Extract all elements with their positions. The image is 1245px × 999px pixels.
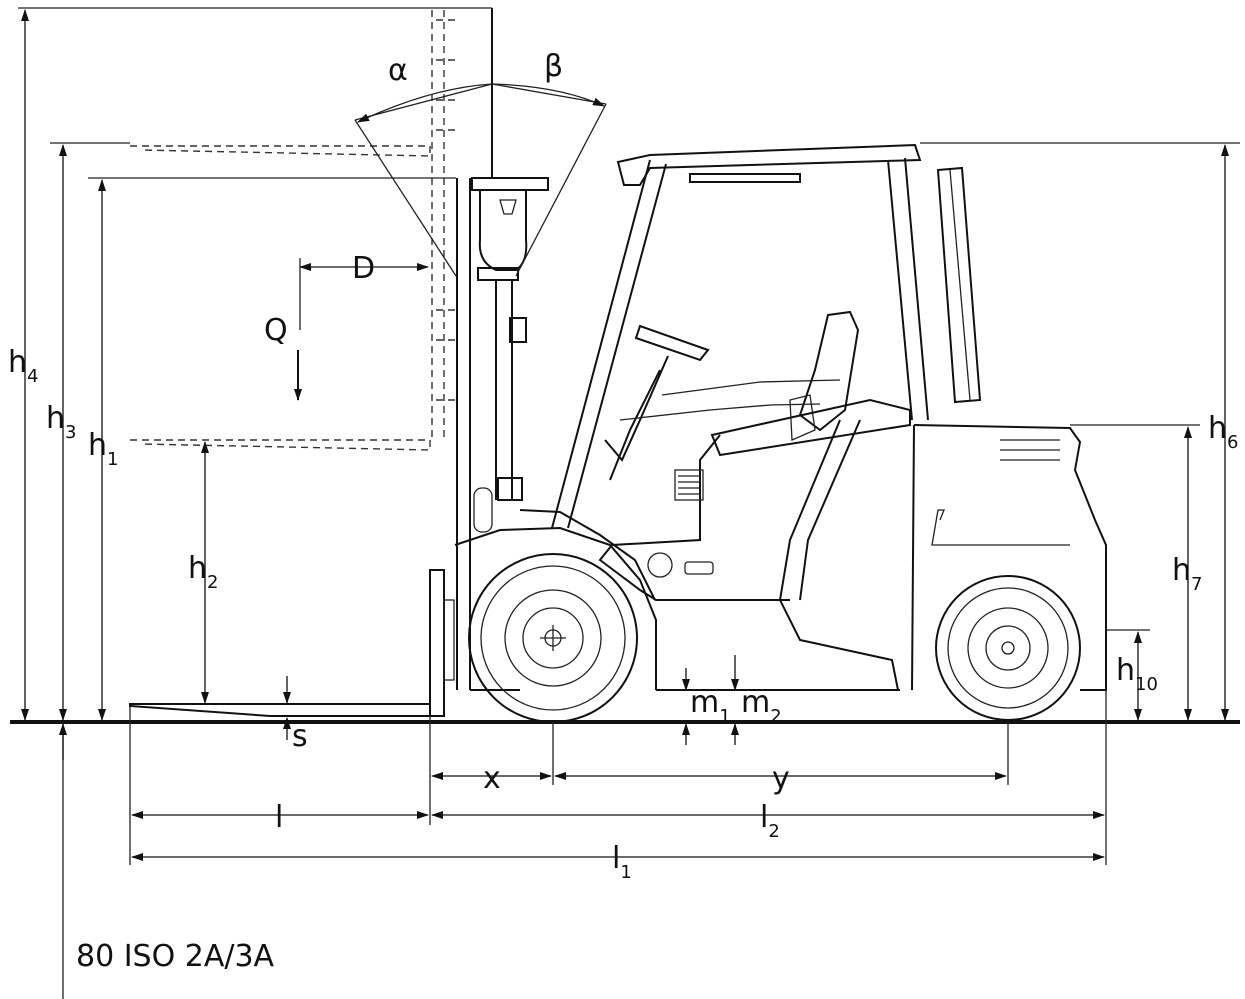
label-y: y	[772, 761, 790, 796]
label-s: s	[292, 719, 308, 754]
label-h10: h10	[1116, 653, 1158, 695]
note-iso: 80 ISO 2A/3A	[76, 939, 275, 974]
label-m2: m2	[741, 685, 782, 727]
label-l: l	[275, 800, 283, 835]
label-Q: Q	[264, 313, 288, 348]
overhead-guard	[551, 143, 982, 529]
label-h1: h1	[88, 428, 118, 470]
label-x: x	[483, 761, 501, 796]
label-h6: h6	[1208, 411, 1238, 453]
label-h3: h3	[46, 401, 76, 443]
label-h2: h2	[188, 551, 218, 593]
seat-and-steering	[604, 310, 911, 481]
front-wheel	[468, 553, 638, 723]
forks-raised	[130, 10, 456, 451]
forks-lowered	[129, 569, 455, 717]
label-h7: h7	[1172, 553, 1202, 595]
label-l2: l2	[760, 800, 780, 842]
rear-wheel	[935, 575, 1081, 721]
label-h4: h4	[8, 345, 38, 387]
mast	[18, 7, 549, 691]
label-m1: m1	[690, 685, 731, 727]
label-alpha: α	[388, 53, 408, 88]
truck-body	[454, 379, 1107, 691]
tilt-angle-lines	[354, 83, 607, 277]
dimension-lines	[21, 8, 1240, 999]
label-D: D	[352, 251, 375, 286]
label-l1: l1	[612, 841, 632, 883]
label-beta: β	[544, 49, 563, 84]
